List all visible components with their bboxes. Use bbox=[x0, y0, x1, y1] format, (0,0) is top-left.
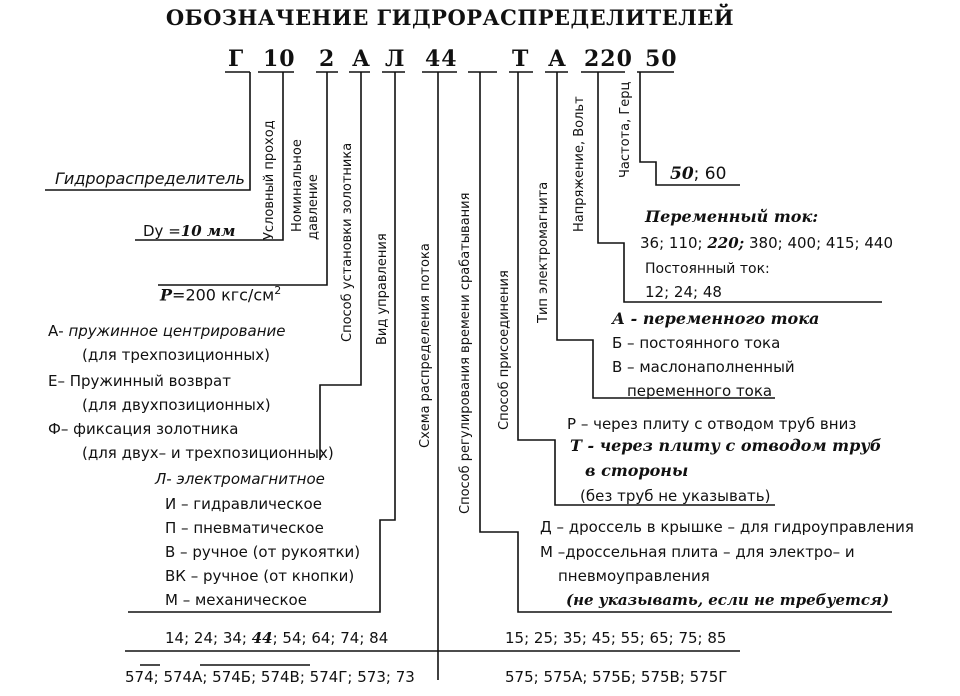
spool-a-text: пружинное центрирование bbox=[68, 322, 286, 340]
magnet-option-a: А - переменного тока bbox=[612, 309, 820, 328]
magnet-option-v: В – маслонаполненный bbox=[612, 358, 795, 376]
code-50: 50 bbox=[645, 46, 678, 72]
label-vid-upravleniya: Вид управления bbox=[375, 233, 390, 345]
label-gidroraspredelitel: Гидрораспределитель bbox=[55, 169, 245, 188]
spool-a-code: А- bbox=[48, 322, 69, 340]
spool-option-f-note: (для двух– и трехпозиционных) bbox=[82, 444, 334, 462]
label-nominalnoe: Номинальное bbox=[290, 139, 305, 232]
scheme-left-part1: 14; 24; 34; bbox=[165, 629, 252, 647]
code-t: Т bbox=[512, 46, 530, 72]
voltage-ac-part1: 36; 110; bbox=[640, 234, 708, 252]
label-sposob-regulirovaniya: Способ регулирования времени срабатывани… bbox=[458, 192, 473, 514]
label-sposob-ustanovki: Способ установки золотника bbox=[340, 142, 355, 342]
label-davlenie: давление bbox=[306, 174, 321, 240]
frequency-options: 50; 60 bbox=[670, 165, 726, 183]
pressure-prefix: Р bbox=[160, 285, 173, 305]
control-option-v: В – ручное (от рукоятки) bbox=[165, 543, 361, 561]
scheme-list-right-1: 15; 25; 35; 45; 55; 65; 75; 85 bbox=[505, 629, 727, 647]
connection-option-r: Р – через плиту с отводом труб вниз bbox=[567, 415, 857, 433]
frequency-rest: ; 60 bbox=[693, 164, 727, 184]
regulation-option-d: Д – дроссель в крышке – для гидроуправле… bbox=[540, 518, 914, 536]
label-napryazhenie: Напряжение, Вольт bbox=[572, 96, 587, 232]
code-220: 220 bbox=[584, 46, 633, 72]
pressure-value: Р=200 кгс/см2 bbox=[160, 282, 281, 304]
dy-number: 10 мм bbox=[180, 222, 236, 240]
code-l: Л bbox=[385, 46, 406, 72]
control-option-p: П – пневматическое bbox=[165, 519, 324, 537]
voltage-dc-values: 12; 24; 48 bbox=[645, 283, 722, 301]
scheme-left-part2: ; 54; 64; 74; 84 bbox=[272, 629, 389, 647]
code-2: 2 bbox=[319, 46, 336, 72]
spool-option-a: А- пружинное центрирование bbox=[48, 322, 285, 340]
dy-prefix: Dy = bbox=[143, 222, 181, 240]
code-g: Г bbox=[228, 46, 245, 72]
scheme-left-default: 44 bbox=[251, 629, 273, 647]
frequency-default: 50 bbox=[670, 164, 694, 184]
pressure-number: =200 кгс/см bbox=[172, 285, 275, 305]
scheme-list-right-2: 575; 575А; 575Б; 575В; 575Г bbox=[505, 668, 728, 686]
label-tip-elektromagnita: Тип электромагнита bbox=[536, 181, 551, 323]
voltage-ac-title: Переменный ток: bbox=[645, 207, 819, 226]
code-10: 10 bbox=[263, 46, 296, 72]
regulation-option-m-cont: пневмоуправления bbox=[558, 567, 710, 585]
regulation-option-m: М –дроссельная плита – для электро– и bbox=[540, 543, 855, 561]
magnet-option-b: Б – постоянного тока bbox=[612, 334, 781, 352]
spool-option-e: Е– Пружинный возврат bbox=[48, 372, 231, 390]
regulation-note: (не указывать, если не требуется) bbox=[566, 591, 890, 609]
code-a2: А bbox=[548, 46, 567, 72]
diagram-title: ОБОЗНАЧЕНИЕ ГИДРОРАСПРЕДЕЛИТЕЛЕЙ bbox=[165, 5, 735, 30]
voltage-dc-title: Постоянный ток: bbox=[645, 261, 770, 277]
spool-option-f: Ф– фиксация золотника bbox=[48, 420, 239, 438]
scheme-list-left-2: 574; 574А; 574Б; 574В; 574Г; 573; 73 bbox=[125, 668, 415, 686]
code-44: 44 bbox=[425, 46, 458, 72]
connection-option-t-cont: в стороны bbox=[585, 461, 689, 480]
label-sposob-prisoedineniya: Способ присоединения bbox=[497, 270, 512, 430]
scheme-list-left-1: 14; 24; 34; 44; 54; 64; 74; 84 bbox=[165, 629, 388, 647]
control-option-vk: ВК – ручное (от кнопки) bbox=[165, 567, 355, 585]
spool-option-a-note: (для трехпозиционных) bbox=[82, 346, 270, 364]
dy-value: Dy =10 мм bbox=[143, 222, 235, 240]
code-a1: А bbox=[352, 46, 371, 72]
voltage-ac-default: 220; bbox=[707, 234, 745, 252]
control-option-m: М – механическое bbox=[165, 591, 307, 609]
magnet-option-v-cont: переменного тока bbox=[627, 382, 773, 400]
connection-note: (без труб не указывать) bbox=[580, 487, 771, 505]
spool-option-e-note: (для двухпозиционных) bbox=[82, 396, 271, 414]
pressure-exponent: 2 bbox=[274, 284, 282, 297]
connection-option-t: Т - через плиту с отводом труб bbox=[570, 436, 882, 455]
label-skhema: Схема распределения потока bbox=[418, 243, 433, 448]
control-option-i: И – гидравлическое bbox=[165, 495, 322, 513]
control-option-l: Л- электромагнитное bbox=[155, 470, 325, 488]
label-uslovny-prokhod: Условный проход bbox=[262, 120, 277, 240]
label-chastota: Частота, Герц bbox=[618, 81, 633, 178]
voltage-ac-values: 36; 110; 220; 380; 400; 415; 440 bbox=[640, 234, 893, 252]
voltage-ac-part2: 380; 400; 415; 440 bbox=[744, 234, 893, 252]
